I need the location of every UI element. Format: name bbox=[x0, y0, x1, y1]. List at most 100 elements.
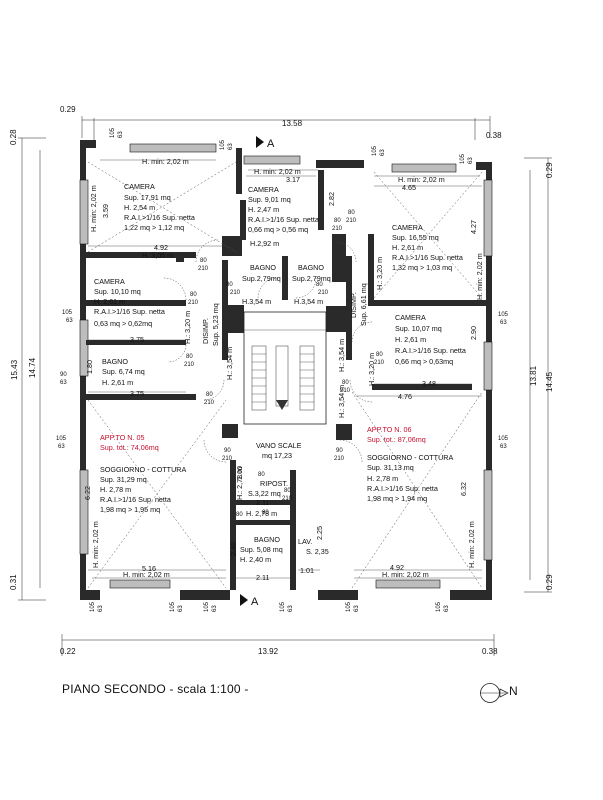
svg-text:H. 2,40 m: H. 2,40 m bbox=[240, 555, 271, 564]
north-label: N bbox=[509, 684, 518, 698]
svg-text:CAMERA: CAMERA bbox=[248, 185, 279, 194]
svg-text:80: 80 bbox=[262, 510, 269, 516]
svg-text:2.90: 2.90 bbox=[469, 326, 478, 340]
svg-text:Sup. 6,61 mq: Sup. 6,61 mq bbox=[359, 283, 368, 326]
svg-text:H. 2,78 m: H. 2,78 m bbox=[246, 509, 277, 518]
plan-title: PIANO SECONDO - scala 1:100 - bbox=[62, 682, 249, 696]
section-markers: A A bbox=[240, 136, 275, 608]
svg-text:63: 63 bbox=[468, 157, 474, 164]
dim-left-outer: 15.43 bbox=[10, 359, 19, 380]
svg-text:210: 210 bbox=[188, 300, 199, 306]
svg-text:210: 210 bbox=[340, 388, 351, 394]
svg-text:2.25: 2.25 bbox=[315, 526, 324, 540]
svg-text:H. 2,61 m: H. 2,61 m bbox=[392, 243, 423, 252]
svg-text:H.: 3,54 m: H.: 3,54 m bbox=[337, 339, 346, 372]
svg-text:1,98 mq > 1,95 mq: 1,98 mq > 1,95 mq bbox=[100, 505, 160, 514]
svg-text:R.A.I.>1/16 Sup. netta: R.A.I.>1/16 Sup. netta bbox=[124, 213, 195, 222]
svg-text:CAMERA: CAMERA bbox=[392, 223, 423, 232]
svg-text:80: 80 bbox=[348, 210, 355, 216]
svg-text:1,32 mq > 1,03 mq: 1,32 mq > 1,03 mq bbox=[392, 263, 452, 272]
svg-text:4.92: 4.92 bbox=[154, 243, 168, 252]
svg-text:210: 210 bbox=[332, 226, 343, 232]
svg-text:90: 90 bbox=[336, 448, 343, 454]
svg-text:105: 105 bbox=[372, 145, 378, 156]
svg-text:1.00: 1.00 bbox=[235, 466, 244, 480]
svg-text:105: 105 bbox=[280, 601, 286, 612]
svg-text:105: 105 bbox=[436, 601, 442, 612]
svg-text:2.82: 2.82 bbox=[327, 192, 336, 206]
room-soggiorno-1: SOGGIORNO - COTTURA Sup. 31,29 mq H. 2,7… bbox=[100, 465, 186, 514]
svg-text:4.92: 4.92 bbox=[390, 563, 404, 572]
windows bbox=[79, 143, 493, 589]
svg-text:H.: 3,20 m: H.: 3,20 m bbox=[183, 311, 192, 344]
svg-text:80: 80 bbox=[226, 282, 233, 288]
svg-text:DISIMP.: DISIMP. bbox=[201, 318, 210, 344]
svg-text:80: 80 bbox=[236, 512, 243, 518]
svg-text:4.27: 4.27 bbox=[469, 220, 478, 234]
svg-text:BAGNO: BAGNO bbox=[102, 357, 128, 366]
dim-top-left-offset: 0.29 bbox=[60, 105, 76, 114]
svg-text:63: 63 bbox=[66, 318, 73, 324]
svg-text:63: 63 bbox=[228, 143, 234, 150]
svg-text:80: 80 bbox=[190, 292, 197, 298]
svg-text:105: 105 bbox=[498, 436, 509, 442]
svg-text:210: 210 bbox=[282, 496, 293, 502]
svg-text:Sup. 16,55 mq: Sup. 16,55 mq bbox=[392, 233, 439, 242]
svg-text:0,66 mq > 0,56 mq: 0,66 mq > 0,56 mq bbox=[248, 225, 308, 234]
svg-text:H. min: 2,02 m: H. min: 2,02 m bbox=[398, 175, 445, 184]
window-tags: 105 63 105 63 105 63 105 63 105 63 90 63… bbox=[56, 127, 509, 612]
svg-text:H. 3,05 m: H. 3,05 m bbox=[142, 251, 173, 260]
svg-text:6.32: 6.32 bbox=[459, 482, 468, 496]
svg-text:105: 105 bbox=[346, 601, 352, 612]
section-arrow-bottom-icon bbox=[240, 594, 248, 606]
svg-text:H.2,92 m: H.2,92 m bbox=[250, 239, 279, 248]
dim-left-top: 0.28 bbox=[9, 129, 18, 145]
svg-text:H. 2,47 m: H. 2,47 m bbox=[248, 205, 279, 214]
svg-text:R.A.I.>1/16 Sup. netta: R.A.I.>1/16 Sup. netta bbox=[395, 346, 466, 355]
room-bagno-4: BAGNO Sup. 5,08 mq H. 2,40 m bbox=[240, 535, 283, 564]
dim-left-inner: 14.74 bbox=[28, 357, 37, 378]
dim-right-inner: 13.81 bbox=[529, 365, 538, 386]
svg-text:63: 63 bbox=[288, 605, 294, 612]
svg-text:105: 105 bbox=[204, 601, 210, 612]
room-bagno-2: BAGNO Sup.2,79mq bbox=[292, 263, 331, 283]
room-soggiorno-2: SOGGIORNO - COTTURA Sup. 31,13 mq H. 2,7… bbox=[367, 453, 453, 503]
svg-text:Sup. 5,23 mq: Sup. 5,23 mq bbox=[211, 303, 220, 346]
room-ripost: RIPOST. S.3,22 mq bbox=[248, 479, 288, 498]
svg-text:63: 63 bbox=[178, 605, 184, 612]
svg-text:210: 210 bbox=[230, 290, 241, 296]
svg-text:H. 2,61 m: H. 2,61 m bbox=[395, 335, 426, 344]
room-bagno-1: BAGNO Sup.2,79mq bbox=[242, 263, 281, 283]
svg-text:S.3,22 mq: S.3,22 mq bbox=[248, 489, 281, 498]
svg-text:R.A.I.>1/16 Sup. netta: R.A.I.>1/16 Sup. netta bbox=[367, 484, 438, 493]
apartment-labels: APP.TO N. 05 Sup. tot.: 74,06mq APP.TO N… bbox=[100, 425, 426, 452]
svg-text:R.A.I.>1/16 Sup. netta: R.A.I.>1/16 Sup. netta bbox=[248, 215, 319, 224]
room-camera-2: CAMERA Sup. 9,01 mq H. 2,47 m R.A.I.>1/1… bbox=[248, 185, 319, 234]
room-camera-4: CAMERA Sup. 10,10 mq H. 2,61 m R.A.I.>1/… bbox=[94, 277, 165, 328]
svg-text:H. 2,78 m: H. 2,78 m bbox=[367, 474, 398, 483]
room-lav: LAV. S. 2,35 bbox=[298, 537, 329, 556]
svg-text:H. 2,78 m: H. 2,78 m bbox=[100, 485, 131, 494]
svg-text:SOGGIORNO - COTTURA: SOGGIORNO - COTTURA bbox=[367, 453, 453, 462]
dim-top-right-offset: 0.38 bbox=[486, 131, 502, 140]
svg-text:4.76: 4.76 bbox=[398, 392, 412, 401]
dim-right-top: 0.29 bbox=[545, 162, 554, 178]
svg-text:H. min: 2,02 m: H. min: 2,02 m bbox=[123, 570, 170, 579]
section-label-top: A bbox=[267, 138, 275, 150]
svg-text:63: 63 bbox=[98, 605, 104, 612]
svg-text:Sup. 17,91 mq: Sup. 17,91 mq bbox=[124, 193, 171, 202]
svg-text:210: 210 bbox=[184, 362, 195, 368]
room-camera-3: CAMERA Sup. 16,55 mq H. 2,61 m R.A.I.>1/… bbox=[392, 223, 463, 272]
svg-text:Sup. 9,01 mq: Sup. 9,01 mq bbox=[248, 195, 291, 204]
svg-text:H.: 3,54 m: H.: 3,54 m bbox=[337, 385, 346, 418]
svg-text:80: 80 bbox=[200, 258, 207, 264]
svg-text:CAMERA: CAMERA bbox=[124, 182, 155, 191]
svg-text:H.3,54 m: H.3,54 m bbox=[242, 297, 271, 306]
svg-text:80: 80 bbox=[334, 218, 341, 224]
inner-dimensions: 3.17 4.65 3.59 4.92 2.82 4.27 3.75 3.75 … bbox=[83, 175, 482, 582]
svg-text:H. 2,54 m: H. 2,54 m bbox=[124, 203, 155, 212]
svg-text:H. min: 2,02 m: H. min: 2,02 m bbox=[254, 167, 301, 176]
svg-text:1,22 mq > 1,12 mq: 1,22 mq > 1,12 mq bbox=[124, 223, 184, 232]
svg-text:80: 80 bbox=[376, 352, 383, 358]
